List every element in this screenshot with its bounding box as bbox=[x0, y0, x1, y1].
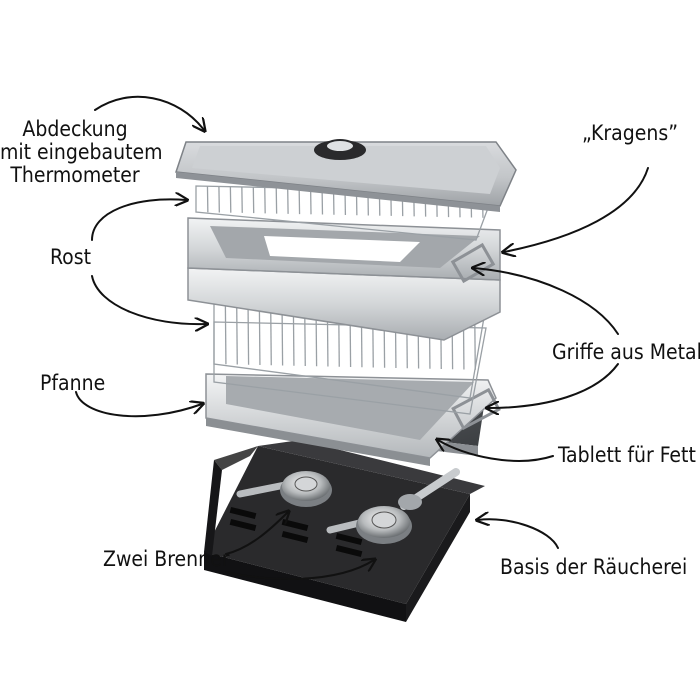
arrow-griffe bbox=[474, 268, 619, 335]
thermometer-icon bbox=[314, 139, 366, 160]
label-basis: Basis der Räucherei bbox=[500, 555, 688, 579]
smoker-base bbox=[204, 440, 485, 622]
burner-left bbox=[236, 471, 332, 507]
label-tablett: Tablett für Fett bbox=[558, 443, 696, 467]
label-abdeckung-line-1: Abdeckung bbox=[22, 117, 128, 141]
callout-arrows bbox=[75, 95, 649, 580]
label-abdeckung-line-3: Thermometer bbox=[10, 163, 140, 187]
arrow-kragens bbox=[504, 167, 649, 252]
rack-wire bbox=[236, 300, 238, 365]
label-abdeckung: Abdeckung mit eingebautem Thermometer bbox=[0, 117, 163, 187]
smoker-pan bbox=[205, 373, 501, 466]
label-rost: Rost bbox=[50, 245, 91, 269]
label-kragens: „Kragens” bbox=[582, 121, 678, 145]
label-pfanne: Pfanne bbox=[40, 371, 106, 395]
arrow-abdeckung bbox=[94, 95, 204, 130]
rack-wire bbox=[247, 300, 250, 365]
arrow-tablett bbox=[438, 440, 554, 462]
arrow-basis bbox=[478, 519, 559, 549]
rack-wire bbox=[224, 300, 227, 365]
arrow-brenner-lower bbox=[225, 560, 374, 580]
arrow-brenner-upper bbox=[225, 512, 288, 555]
burner-right bbox=[326, 506, 412, 544]
label-brenner: Zwei Brenner bbox=[103, 547, 230, 571]
smoker-collar bbox=[187, 217, 501, 341]
arrow-pfanne bbox=[75, 391, 202, 418]
arrow-rost-upper bbox=[91, 199, 186, 241]
smoker-lid bbox=[174, 141, 517, 212]
arrow-rost-lower bbox=[91, 275, 206, 324]
arrow-griffe-lower bbox=[488, 363, 619, 408]
burner-handle bbox=[398, 468, 460, 510]
label-abdeckung-line-2: mit eingebautem bbox=[0, 140, 163, 164]
label-griffe: Griffe aus Metall bbox=[552, 340, 700, 364]
